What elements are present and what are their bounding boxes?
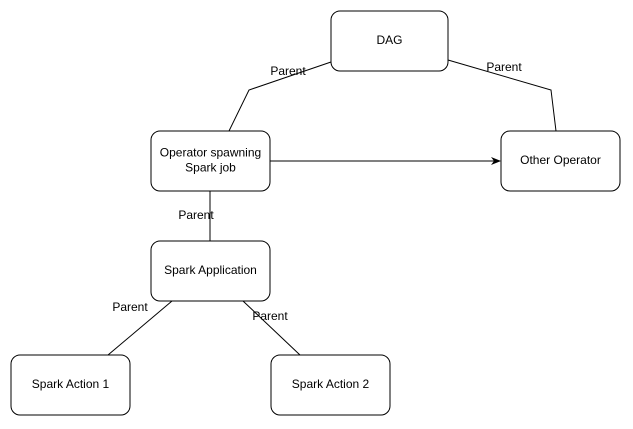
edge-line — [447, 59, 557, 132]
edge-line — [242, 300, 301, 356]
node-label: Spark Action 2 — [292, 377, 370, 391]
node-spark-action-2: Spark Action 2 — [270, 354, 391, 416]
edge-operator-spark-to-spark-application: Parent — [178, 191, 214, 241]
node-label: Spark job — [185, 161, 236, 175]
edge-label: Parent — [112, 300, 148, 314]
node-box — [330, 10, 449, 72]
node-box — [10, 354, 131, 416]
edge-spark-application-to-spark-action-1: Parent — [107, 300, 173, 356]
node-label: DAG — [376, 33, 402, 47]
node-box — [500, 130, 621, 192]
edge-label: Parent — [178, 208, 214, 222]
node-other-operator: Other Operator — [500, 130, 621, 192]
node-label: Other Operator — [520, 153, 601, 167]
edge-label: Parent — [270, 64, 306, 78]
node-box — [150, 130, 271, 192]
node-label: Spark Application — [164, 263, 257, 277]
edge-spark-application-to-spark-action-2: Parent — [242, 300, 301, 356]
node-label: Spark Action 1 — [32, 377, 110, 391]
node-label: Operator spawning — [160, 146, 261, 160]
node-spark-application: Spark Application — [150, 240, 271, 302]
node-spark-action-1: Spark Action 1 — [10, 354, 131, 416]
edge-dag-to-operator-spark: Parent — [228, 61, 332, 132]
edge-label: Parent — [252, 309, 288, 323]
edge-label: Parent — [486, 60, 522, 74]
edge-line — [107, 300, 173, 356]
node-box — [270, 354, 391, 416]
node-box — [150, 240, 271, 302]
edge-line — [228, 61, 332, 132]
edge-dag-to-other-operator: Parent — [447, 59, 557, 132]
node-dag: DAG — [330, 10, 449, 72]
